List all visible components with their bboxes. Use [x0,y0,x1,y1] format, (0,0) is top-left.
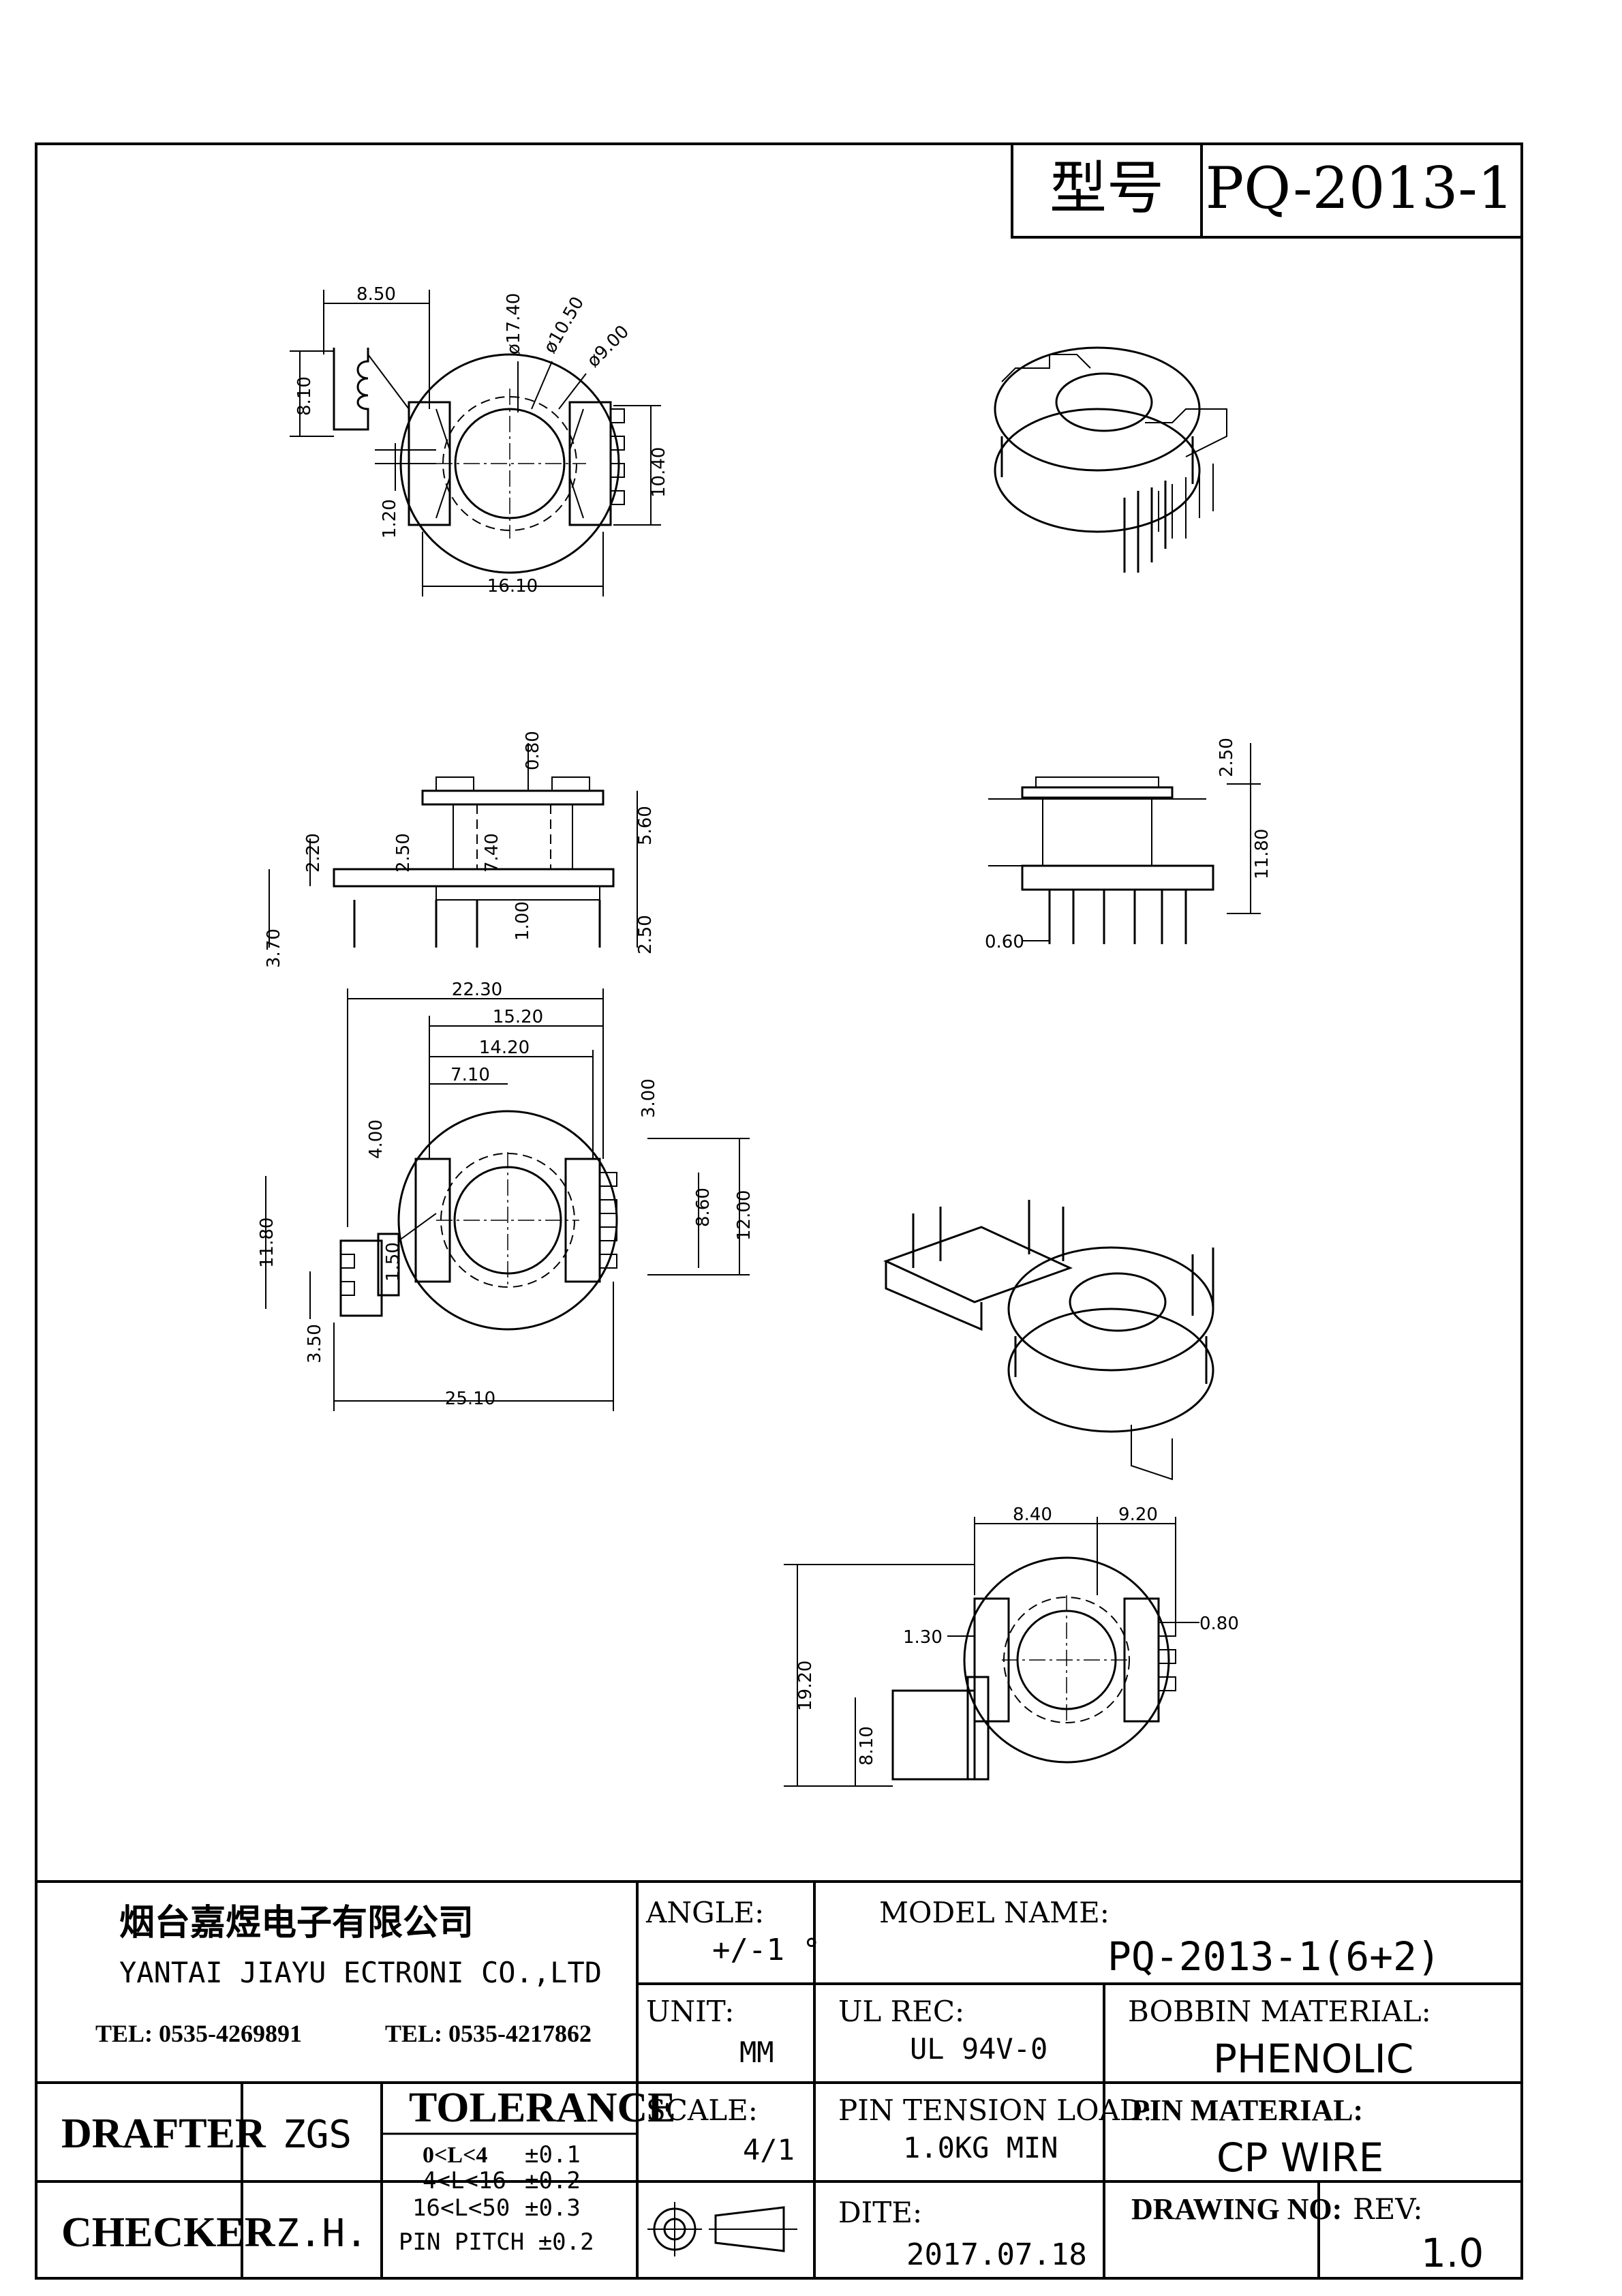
telephone-1: TEL: 0535-4269891 [95,2020,302,2047]
model-name-label: MODEL NAME: [879,1896,1110,1929]
pin-material-value: CP WIRE [1216,2134,1383,2181]
tolerance-row-3-range: 16<L<50 [412,2194,510,2222]
angle-label: ANGLE: [645,1896,764,1929]
dim-side-3-70: 3.70 [264,928,284,968]
dim-bottom-15-20: 15.20 [493,1007,543,1027]
dim-rear-9-20: 9.20 [1118,1505,1158,1525]
dim-top-d10-50: ø10.50 [540,293,588,357]
ul-rec-value: UL 94V-0 [910,2032,1047,2066]
revision-label: REV: [1353,2192,1423,2226]
checker-value: Z.H. [276,2211,368,2256]
model-name-value: PQ-2013-1(6+2) [1107,1933,1441,1980]
projection-symbol [647,2202,797,2256]
company-name-en: YANTAI JIAYU ECTRONI CO.,LTD [119,1956,602,1989]
pin-pitch: PIN PITCH ±0.2 [399,2229,594,2256]
top-view: 8.50 ø17.40 ø10.50 ø9.00 8.10 10.40 1.20… [290,284,669,596]
side-view-right: 2.50 11.80 0.60 [985,738,1272,952]
dim-rear-8-10: 8.10 [857,1726,877,1766]
pin-tension-label: PIN TENSION LOAD: [838,2094,1152,2127]
dim-side-5-60: 5.60 [635,806,656,845]
title-block: 烟台嘉煜电子有限公司 YANTAI JIAYU ECTRONI CO.,LTD … [36,1880,1522,2278]
dim-sideb-0-60: 0.60 [985,932,1024,952]
dim-top-16-10: 16.10 [487,576,538,596]
dim-top-1-20: 1.20 [380,499,400,539]
scale-value: 4/1 [743,2133,795,2166]
dim-bottom-1-50: 1.50 [383,1242,403,1282]
tolerance-label: TOLERANCE [409,2085,676,2131]
dim-rear-19-20: 19.20 [795,1661,816,1711]
side-view-front: 0.80 2.20 2.50 7.40 5.60 1.00 2.50 3.70 [264,731,656,968]
dim-top-d9-00: ø9.00 [583,322,633,372]
dim-bottom-4-00: 4.00 [366,1119,386,1159]
dim-top-8-50: 8.50 [356,284,396,305]
dim-bottom-7-10: 7.10 [450,1065,490,1085]
company-name-cn: 烟台嘉煜电子有限公司 [119,1903,474,1944]
dim-top-10-40: 10.40 [649,447,669,498]
sheet-border [35,142,1523,2280]
dim-side-2-20: 2.20 [303,833,324,873]
tolerance-row-1-range: 0<L<4 [423,2143,487,2168]
pin-material-label: PIN MATERIAL: [1131,2094,1363,2127]
bobbin-material-label: BOBBIN MATERIAL: [1128,1995,1431,2028]
drafter-label: DRAFTER [61,2111,266,2157]
date-value: 2017.07.18 [906,2237,1087,2272]
dim-bottom-12-00: 12.00 [734,1190,754,1241]
dim-rear-0-80: 0.80 [1199,1614,1239,1634]
dim-bottom-11-80: 11.80 [257,1218,277,1268]
dim-side-1-00: 1.00 [512,901,533,941]
dim-side-2-50-right: 2.50 [635,915,656,954]
revision-value: 1.0 [1421,2230,1484,2276]
dim-sideb-11-80: 11.80 [1252,829,1272,879]
dim-bottom-22-30: 22.30 [452,980,502,1000]
drafter-value: ZGS [283,2113,352,2157]
checker-label: CHECKER [61,2209,276,2256]
dim-rear-1-30: 1.30 [903,1627,943,1648]
rear-view: 8.40 9.20 0.80 1.30 19.20 8.10 [784,1505,1239,1787]
bottom-view: 22.30 15.20 14.20 7.10 3.00 4.00 8.60 12… [257,980,754,1411]
dim-top-d17-40: ø17.40 [504,293,524,354]
dim-side-7-40: 7.40 [482,833,502,873]
dim-sideb-2-50: 2.50 [1216,738,1237,777]
dim-rear-8-40: 8.40 [1013,1505,1052,1525]
isometric-view-top [994,346,1227,573]
unit-value: MM [739,2036,774,2069]
model-header-label: 型号 [1050,155,1164,222]
ul-rec-label: UL REC: [838,1995,964,2028]
tolerance-row-2-range: 4<L<16 [423,2167,506,2194]
dim-bottom-8-60: 8.60 [693,1188,714,1227]
tolerance-row-1-tol: ±0.1 [525,2141,581,2169]
isometric-view-bottom [883,1200,1214,1481]
drawing-number-label: DRAWING NO: [1131,2192,1342,2226]
model-header-value: PQ-2013-1 [1206,155,1514,222]
dim-top-8-10: 8.10 [294,376,315,416]
dim-bottom-14-20: 14.20 [479,1038,530,1058]
unit-label: UNIT: [646,1995,734,2028]
pin-tension-value: 1.0KG MIN [903,2131,1058,2164]
date-label: DITE: [838,2196,922,2229]
dim-side-0-80: 0.80 [523,731,543,770]
scale-label: SCALE: [646,2094,758,2127]
model-header: 型号 PQ-2013-1 [1011,142,1523,239]
dim-side-2-50-left: 2.50 [393,833,414,873]
dim-bottom-3-00: 3.00 [639,1078,659,1118]
angle-value: +/-1 ° [712,1933,821,1967]
bobbin-material-value: PHENOLIC [1213,2036,1413,2082]
dim-bottom-25-10: 25.10 [445,1389,495,1409]
tolerance-row-2-tol: ±0.2 [525,2167,581,2194]
telephone-2: TEL: 0535-4217862 [385,2020,592,2047]
tolerance-row-3-tol: ±0.3 [525,2194,581,2222]
dim-bottom-3-50: 3.50 [305,1324,325,1363]
